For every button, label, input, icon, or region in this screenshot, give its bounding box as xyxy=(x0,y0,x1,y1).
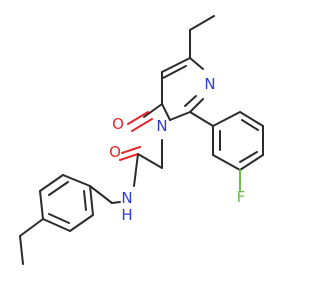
bond xyxy=(189,111,214,127)
molecule-structure: N N O O N H F xyxy=(19,15,264,265)
bond xyxy=(48,213,70,224)
atom-label-o-amide: O xyxy=(109,143,121,161)
bond xyxy=(161,103,171,121)
bond xyxy=(241,119,259,131)
bond xyxy=(161,57,191,73)
bond xyxy=(133,153,139,187)
bond xyxy=(162,65,187,79)
atom-label-n-ring-top: N xyxy=(204,75,215,93)
bond xyxy=(48,181,69,196)
bond xyxy=(239,154,264,171)
bond xyxy=(212,154,241,171)
bond xyxy=(89,185,94,216)
bond xyxy=(239,111,264,127)
atom-label-o-ketone: O xyxy=(112,115,124,133)
bond xyxy=(184,95,197,107)
bond xyxy=(189,57,204,70)
bond xyxy=(111,201,121,204)
atom-label-f: F xyxy=(237,188,246,206)
atom-label-n-ring-bottom: N xyxy=(156,117,167,135)
bond xyxy=(119,153,139,161)
bond xyxy=(212,111,241,127)
bond xyxy=(143,103,163,118)
bond xyxy=(121,146,141,154)
bond xyxy=(239,151,258,163)
bond xyxy=(39,190,44,220)
atom-label-h-amide: H xyxy=(121,206,132,224)
bond xyxy=(42,218,71,232)
bond xyxy=(189,15,215,31)
bond xyxy=(127,111,149,125)
bond xyxy=(19,218,44,237)
bond xyxy=(137,153,163,169)
bond xyxy=(39,174,64,192)
bond xyxy=(189,98,204,113)
bond xyxy=(62,174,91,187)
bond xyxy=(69,214,94,232)
bond xyxy=(89,185,113,204)
bond xyxy=(131,118,153,132)
atom-label-n-amide: N xyxy=(121,189,132,207)
bond xyxy=(169,111,191,121)
bond xyxy=(83,190,87,211)
molecule-canvas: N N O O N H F xyxy=(19,15,264,265)
bond xyxy=(19,235,24,265)
